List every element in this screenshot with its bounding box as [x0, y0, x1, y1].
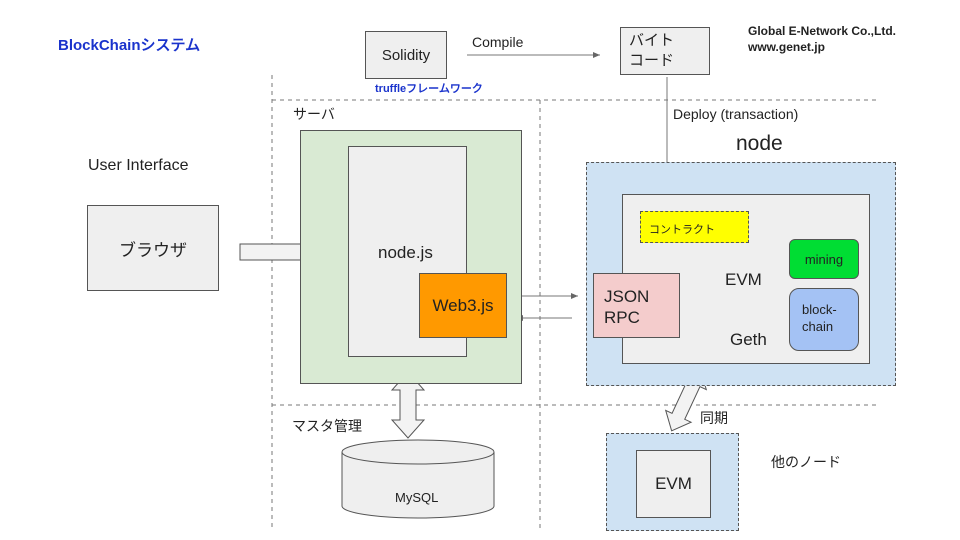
- other-node-evm-box: EVM: [636, 450, 711, 518]
- evm-label: EVM: [725, 270, 762, 289]
- deploy-label: Deploy (transaction): [673, 106, 799, 122]
- bytecode-line1: バイト: [629, 32, 675, 49]
- mysql-cylinder: [341, 439, 495, 519]
- browser-label: ブラウザ: [119, 240, 187, 260]
- mining-label: mining: [804, 251, 844, 267]
- geth-label: Geth: [730, 330, 767, 349]
- solidity-label: Solidity: [381, 46, 431, 64]
- jsonrpc-box: JSON RPC: [593, 273, 680, 338]
- node-label: node: [736, 132, 783, 155]
- server-mysql-double-arrow: [390, 371, 426, 439]
- diagram-title: BlockChainシステム: [58, 37, 201, 54]
- contract-label: コントラクト: [649, 224, 715, 236]
- contract-box: コントラクト: [640, 211, 749, 243]
- user-interface-label: User Interface: [88, 157, 189, 174]
- nodejs-label: node.js: [378, 243, 433, 262]
- sync-label: 同期: [700, 410, 728, 426]
- master-management-label: マスタ管理: [292, 418, 362, 434]
- blockchain-line2: chain: [802, 319, 834, 334]
- bytecode-box: バイト コード: [620, 27, 710, 75]
- blockchain-line1: block-: [802, 302, 837, 317]
- web3-label: Web3.js: [432, 295, 494, 315]
- mysql-label: MySQL: [395, 490, 439, 505]
- web3-box: Web3.js: [419, 273, 507, 338]
- other-node-label: 他のノード: [771, 454, 841, 470]
- solidity-box: Solidity: [365, 31, 447, 79]
- jsonrpc-line1: JSON: [604, 287, 650, 306]
- bytecode-line2: コード: [629, 52, 675, 69]
- compile-label: Compile: [472, 34, 524, 50]
- company-url: www.genet.jp: [748, 40, 825, 54]
- browser-box: ブラウザ: [87, 205, 219, 291]
- truffle-framework-label: truffleフレームワーク: [375, 83, 483, 95]
- server-label: サーバ: [293, 106, 335, 122]
- company-name: Global E-Network Co.,Ltd.: [748, 24, 897, 38]
- mining-box: mining: [789, 239, 859, 279]
- jsonrpc-line2: RPC: [604, 308, 640, 327]
- blockchain-box: block- chain: [789, 288, 859, 351]
- other-node-evm-label: EVM: [655, 474, 692, 493]
